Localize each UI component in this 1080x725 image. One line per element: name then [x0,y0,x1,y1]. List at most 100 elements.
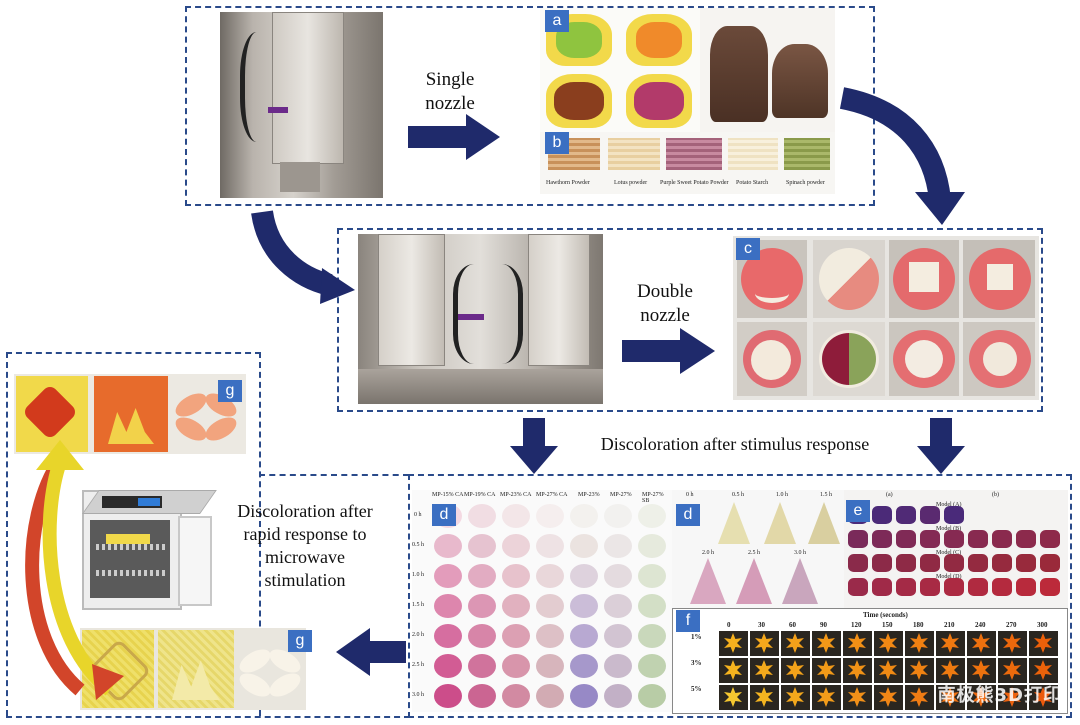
f-time-label: 30 [758,621,765,629]
panel-a-tag: a [545,10,569,32]
d-sample-cell [536,684,564,708]
panel-d-cone-prints: 0 h 0.5 h 1.0 h 1.5 h 2.0 h 2.5 h 3.0 h [672,490,844,608]
e-model-a: Model (A) [936,502,962,508]
d-sample-cell [638,594,666,618]
powder-label-lotus: Lotus powder [614,180,648,186]
f-flower-cell [781,685,810,710]
f-flower-cell [936,658,965,683]
d2-time-25h: 2.5 h [748,550,760,556]
e-swatch-cell [992,554,1012,572]
d-row-10h: 1.0 h [412,572,424,578]
f-flower-cell [1029,631,1058,656]
d-sample-cell [502,684,530,708]
d-sample-cell [570,624,598,648]
d-sample-cell [638,624,666,648]
double-nozzle-label: Double nozzle [637,281,693,326]
d-sample-cell [468,684,496,708]
f-flower-cell [874,631,903,656]
f-flower-cell [781,658,810,683]
d-sample-cell [502,534,530,558]
e-swatch-cell [872,554,892,572]
d-row-30h: 3.0 h [412,692,424,698]
arrow-double-nozzle [622,328,715,374]
f-time-label: 240 [975,621,986,629]
f-flower-cell [843,631,872,656]
d-sample-cell [468,534,496,558]
d-sample-cell [468,594,496,618]
d-sample-cell [570,564,598,588]
e-model-b: Model (B) [936,526,962,532]
d-sample-cell [638,654,666,678]
panel-a-butterflies-photo [540,8,700,134]
panel-f-tag: f [676,610,700,632]
d-sample-cell [570,504,598,528]
d-sample-cell [468,564,496,588]
d-col-mp23: MP-23% [578,492,600,498]
e-swatch-cell [1040,530,1060,548]
f-flower-cell [936,631,965,656]
panel-b-tag: b [545,132,569,154]
double-nozzle-box [337,228,1043,412]
f-flower-cell [1029,685,1058,710]
d-sample-cell [434,624,462,648]
d-sample-cell [502,564,530,588]
panel-f-flower-table: Time (seconds) ration 030609012015018021… [672,608,1068,714]
f-flower-cell [967,685,996,710]
e-swatch-cell [872,578,892,596]
f-time-label: 180 [913,621,924,629]
arrow-single-nozzle [408,114,500,160]
e-swatch-cell [920,530,940,548]
f-flower-cell [843,658,872,683]
d-col-mp23ca: MP-23% CA [500,492,532,498]
panel-a-brown-prints-photo [700,8,835,134]
f-time-label: 300 [1037,621,1048,629]
d-sample-cell [536,654,564,678]
panel-e-model-swatches: (a) (b) Model (A) Model (B) Model (C) Mo… [844,490,1068,608]
d-sample-cell [604,504,632,528]
f-time-label: 120 [851,621,862,629]
f-time-header: Time (seconds) [863,611,908,619]
d-sample-cell [638,684,666,708]
f-row-3: 3% [691,659,702,667]
d-sample-cell [468,504,496,528]
d-sample-cell [468,654,496,678]
d-sample-cell [434,534,462,558]
powder-label-purple-sweet-potato: Purple Sweet Potato Powder [660,180,729,186]
d-sample-cell [536,534,564,558]
e-col-b: (b) [992,492,999,498]
f-time-label: 150 [882,621,893,629]
f-flower-cell [874,685,903,710]
e-swatch-cell [872,506,892,524]
panel-d-tag: d [432,504,456,526]
d2-time-0h: 0 h [686,492,694,498]
e-swatch-cell [1016,530,1036,548]
e-swatch-cell [896,554,916,572]
e-swatch-cell [1016,578,1036,596]
d-col-mp27ca: MP-27% CA [536,492,568,498]
e-swatch-cell [968,578,988,596]
d-sample-cell [434,564,462,588]
powder-label-potato-starch: Potato Starch [736,180,769,186]
d-sample-cell [536,624,564,648]
panel-e-tag: e [846,500,870,522]
e-swatch-cell [944,578,964,596]
d2-time-30h: 3.0 h [794,550,806,556]
powder-label-spinach: Spinach powder [786,180,825,186]
f-flower-cell [781,631,810,656]
d-sample-cell [638,564,666,588]
d-sample-cell [570,654,598,678]
f-flower-cell [750,631,779,656]
d-sample-cell [536,504,564,528]
e-swatch-cell [848,530,868,548]
d-sample-cell [604,534,632,558]
e-swatch-cell [920,554,940,572]
f-flower-cell [719,658,748,683]
e-swatch-cell [896,578,916,596]
discoloration-stimulus-label: Discoloration after stimulus response [600,434,870,454]
stimulus-response-box [408,474,1072,718]
e-swatch-cell [1040,554,1060,572]
f-flower-cell [843,685,872,710]
f-flower-cell [967,658,996,683]
e-swatch-cell [920,578,940,596]
panel-b-powder-prints-photo: Hawthorn Powder Lotus powder Purple Swee… [540,132,835,194]
